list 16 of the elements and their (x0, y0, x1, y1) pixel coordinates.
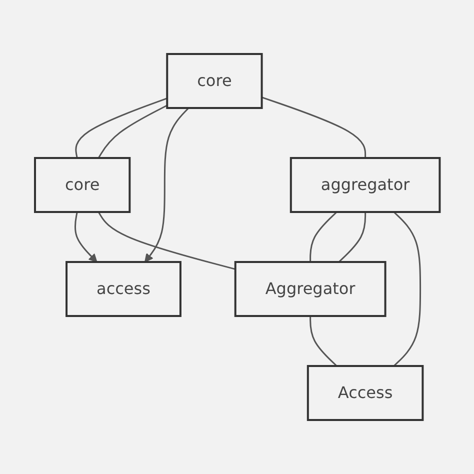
node-box: access (65, 261, 182, 317)
node-box: Access (306, 365, 424, 421)
arrow (144, 107, 189, 262)
connector (309, 211, 337, 262)
connector (98, 104, 168, 158)
connector (261, 96, 366, 158)
arrow (74, 212, 97, 262)
connector (74, 98, 168, 158)
node-box: aggregator (290, 157, 440, 213)
node-box: core (34, 157, 130, 213)
connector (98, 212, 236, 270)
node-box: core (166, 53, 262, 109)
connector (309, 316, 337, 367)
connector (392, 211, 421, 367)
connector (338, 212, 366, 263)
node-box: Aggregator (234, 261, 386, 317)
